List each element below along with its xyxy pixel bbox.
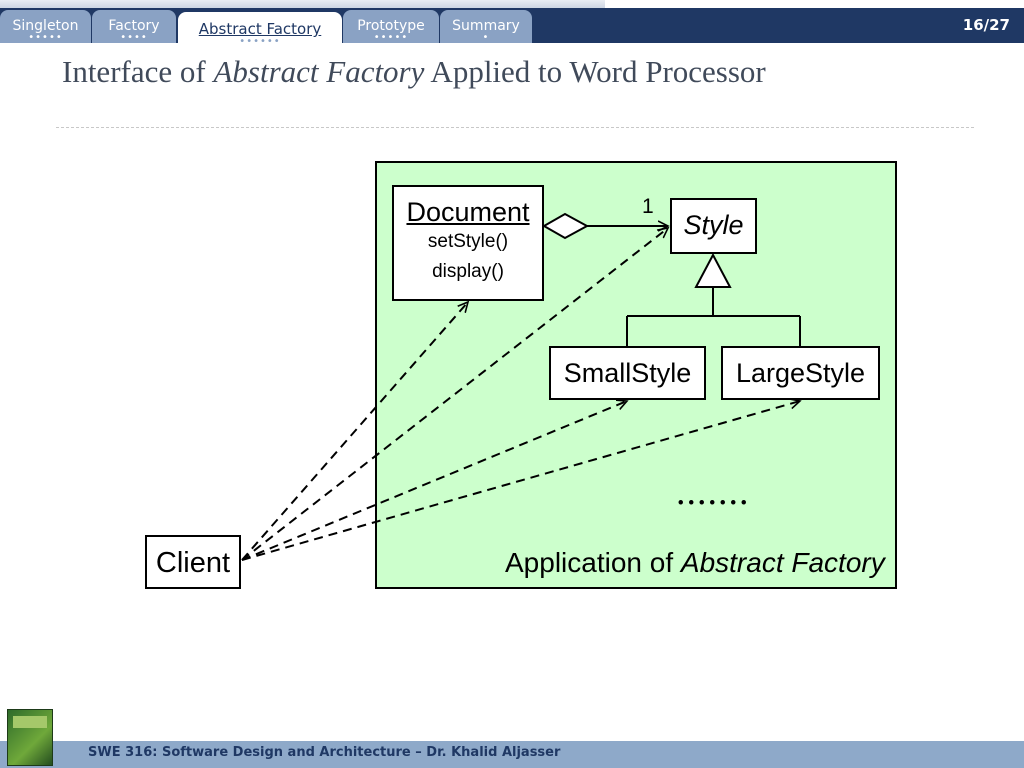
page-number: 16/27 bbox=[962, 16, 1010, 34]
document-class-name: Document bbox=[406, 197, 530, 227]
title-divider bbox=[56, 127, 974, 128]
inheritance-triangle bbox=[694, 252, 732, 288]
ellipsis: ....... bbox=[676, 471, 750, 513]
document-op-display: display() bbox=[432, 261, 504, 282]
book-cover-icon bbox=[7, 709, 53, 766]
tab-label: Summary bbox=[452, 18, 520, 34]
dependency-client-style bbox=[241, 228, 668, 561]
footer-text: SWE 316: Software Design and Architectur… bbox=[88, 745, 561, 760]
tab-abstract-factory[interactable]: Abstract Factory •••••• bbox=[178, 12, 342, 47]
title-part1: Interface of bbox=[62, 54, 214, 89]
application-label-prefix: Application of bbox=[505, 547, 681, 578]
top-strip-right bbox=[605, 0, 1024, 8]
dependency-client-document bbox=[241, 302, 468, 561]
application-label-italic: Abstract Factory bbox=[680, 547, 885, 578]
slide-title: Interface of Abstract Factory Applied to… bbox=[62, 55, 962, 88]
title-italic: Abstract Factory bbox=[213, 54, 425, 89]
largestyle-class: LargeStyle bbox=[721, 346, 880, 400]
tab-label: Singleton bbox=[12, 18, 79, 34]
top-strip bbox=[0, 0, 605, 8]
tab-summary[interactable]: Summary • bbox=[440, 10, 532, 43]
style-class: Style bbox=[670, 198, 757, 254]
multiplicity-label: 1 bbox=[642, 195, 654, 218]
tab-factory[interactable]: Factory •••• bbox=[92, 10, 176, 43]
document-class: Document setStyle() display() bbox=[392, 185, 544, 301]
tab-label: Abstract Factory bbox=[198, 20, 322, 38]
client-class: Client bbox=[145, 535, 241, 589]
document-op-setstyle: setStyle() bbox=[427, 231, 509, 252]
dependency-client-smallstyle bbox=[241, 401, 627, 561]
tab-progress-dots: •••••• bbox=[239, 36, 281, 47]
tab-progress-dots: • bbox=[482, 32, 490, 43]
aggregation-diamond bbox=[541, 212, 590, 240]
smallstyle-class: SmallStyle bbox=[549, 346, 706, 400]
tab-progress-dots: •••• bbox=[120, 32, 148, 43]
tab-progress-dots: ••••• bbox=[373, 32, 409, 43]
tab-progress-dots: ••••• bbox=[28, 32, 63, 43]
title-part2: Applied to Word Processor bbox=[424, 54, 766, 89]
tab-prototype[interactable]: Prototype ••••• bbox=[343, 10, 439, 43]
application-label: Application of Abstract Factory bbox=[505, 547, 885, 579]
tab-label: Prototype bbox=[357, 18, 425, 34]
tab-label: Factory bbox=[108, 18, 160, 34]
footer-bar bbox=[0, 741, 1024, 768]
tab-singleton[interactable]: Singleton ••••• bbox=[0, 10, 91, 43]
dependency-client-largestyle bbox=[241, 401, 800, 561]
